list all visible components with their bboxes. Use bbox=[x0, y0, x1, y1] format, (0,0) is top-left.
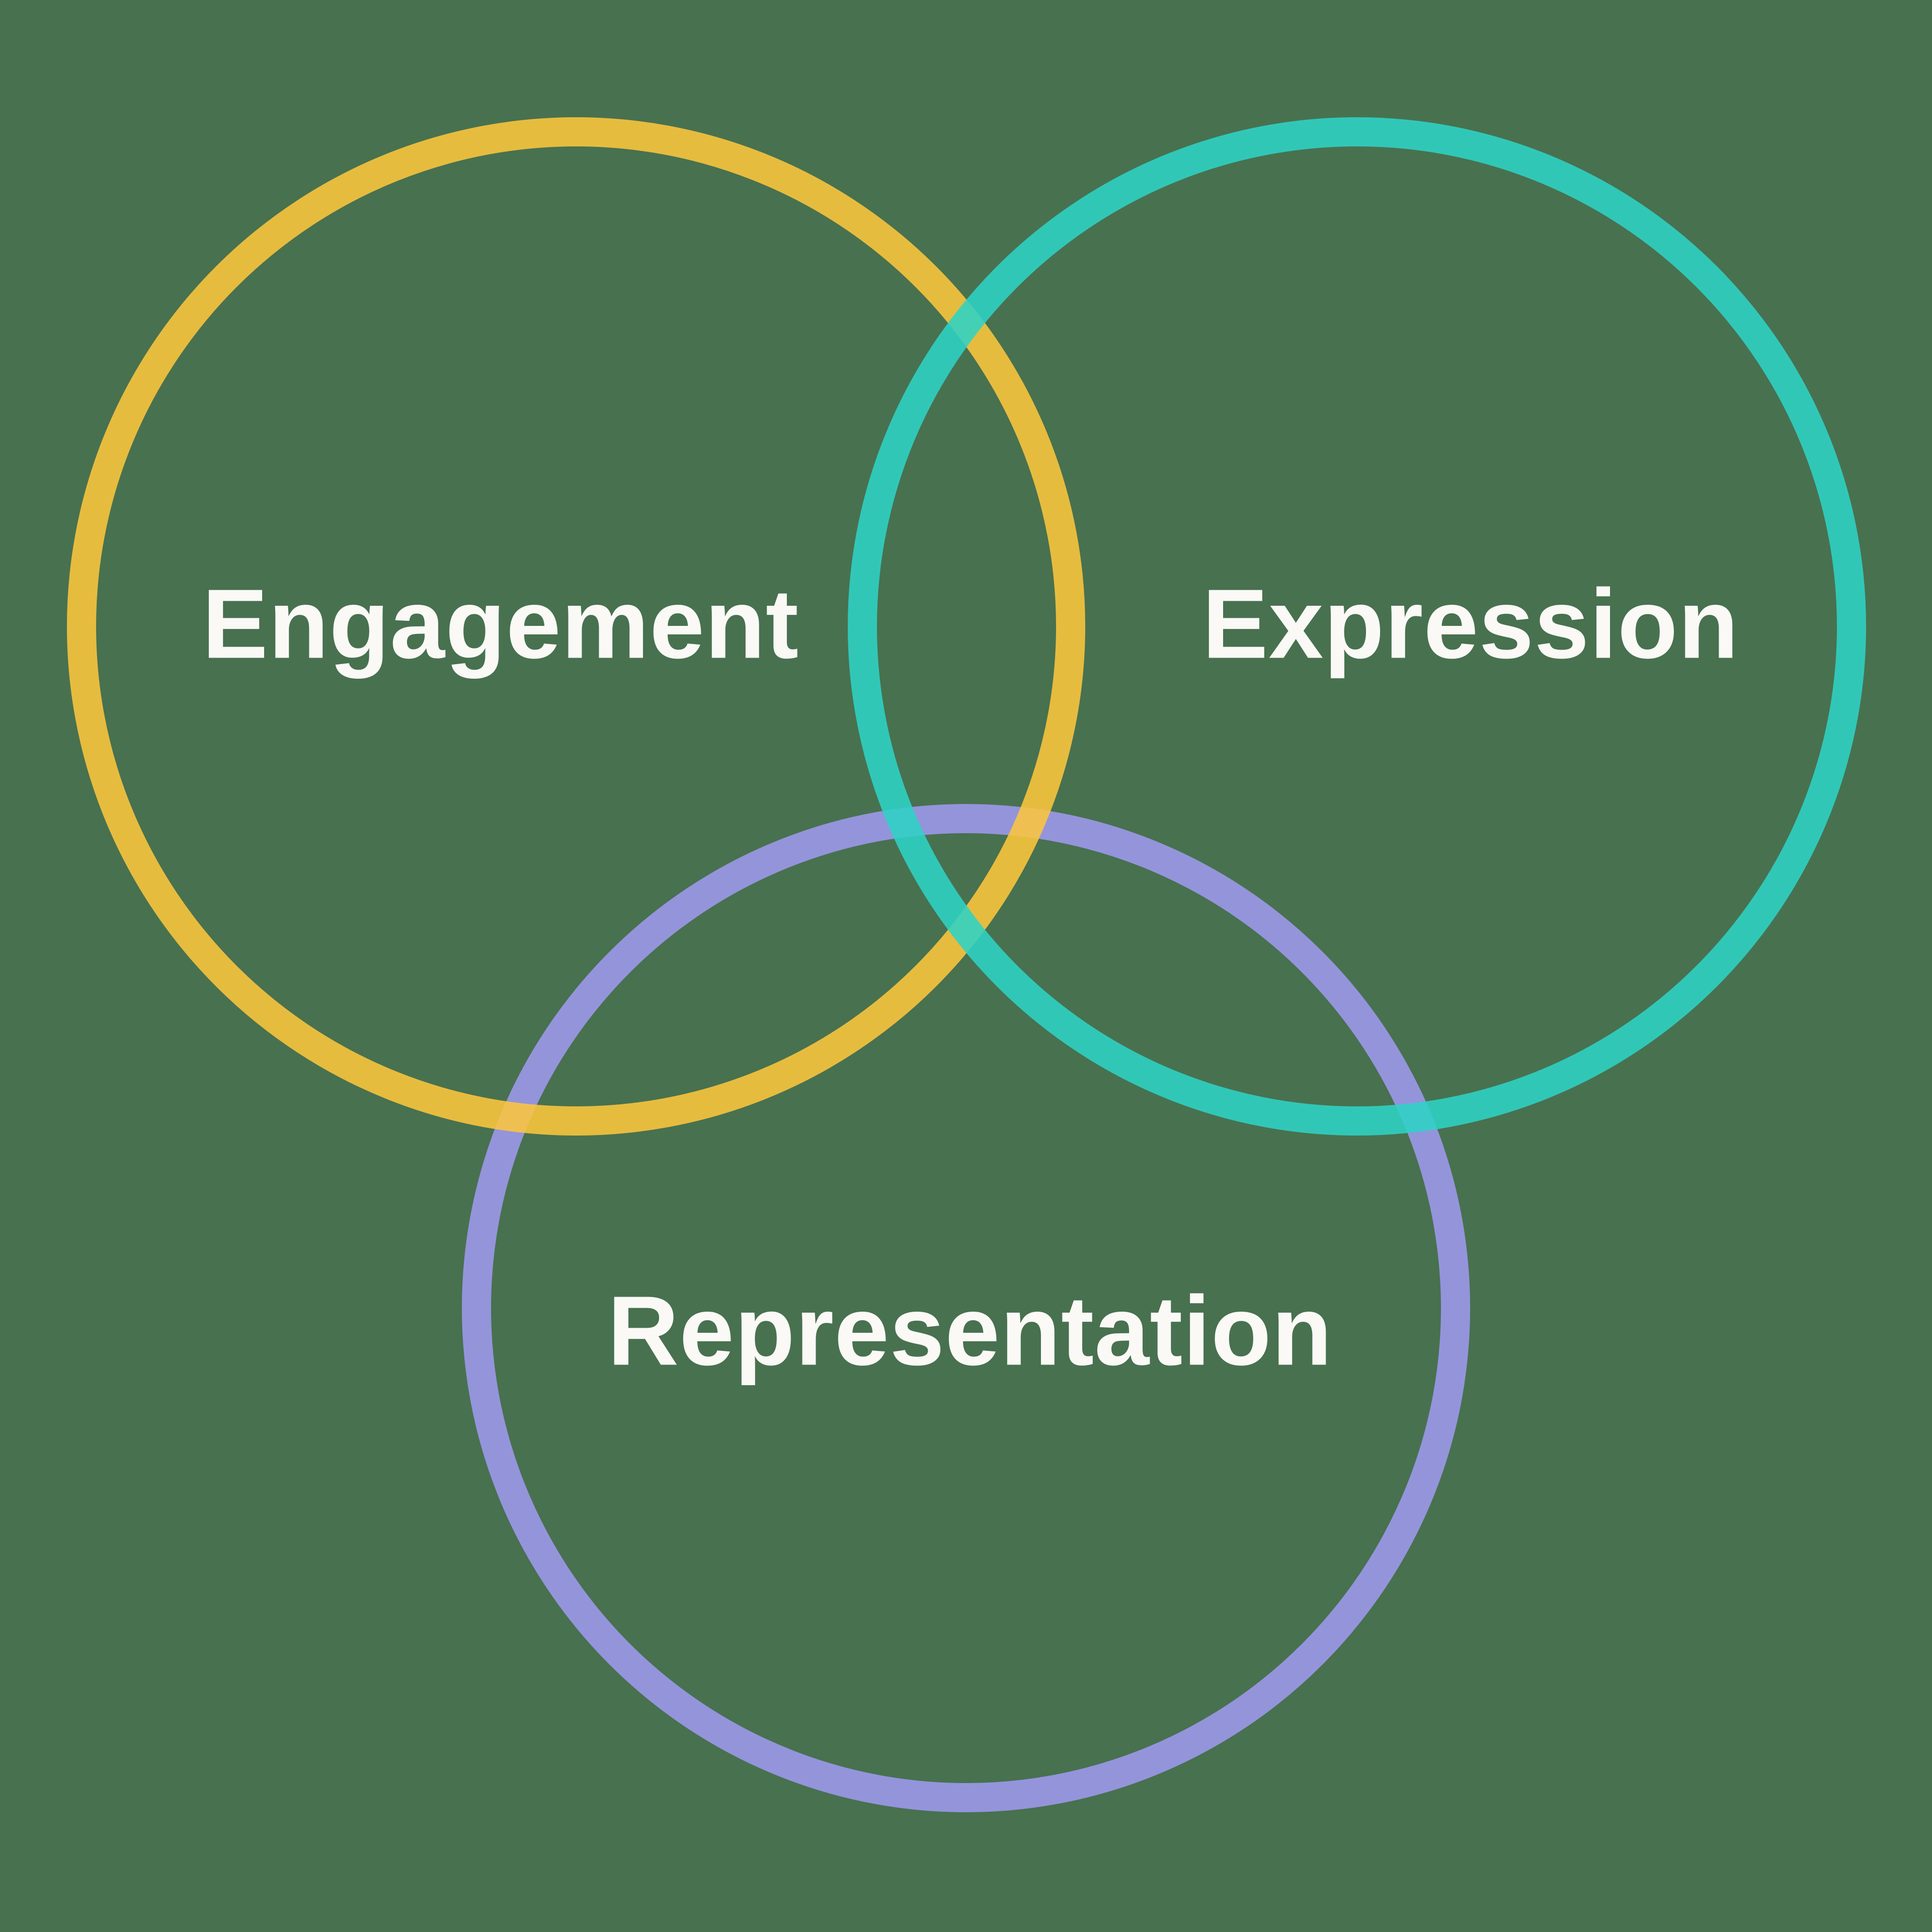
representation-label: Representation bbox=[607, 1275, 1333, 1386]
expression-label: Expression bbox=[1202, 569, 1739, 679]
engagement-circle bbox=[67, 117, 1085, 1136]
engagement-label: Engagement bbox=[202, 569, 799, 679]
expression-circle bbox=[848, 117, 1866, 1136]
representation-circle bbox=[462, 804, 1470, 1812]
